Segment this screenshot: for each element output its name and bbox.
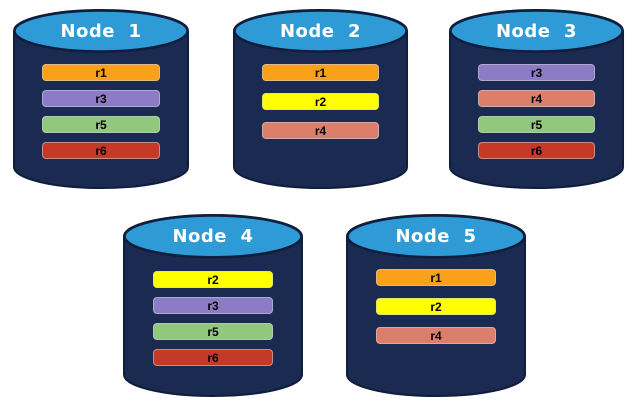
replica-bar: r5	[152, 323, 274, 340]
replica-bar: r4	[375, 327, 497, 344]
replica-bar: r5	[478, 116, 595, 133]
node-2: Node 2 r1 r2 r4	[232, 8, 409, 190]
replica-bar: r1	[262, 64, 379, 81]
cylinder-top	[449, 9, 624, 53]
replica-bar: r1	[42, 64, 160, 81]
replica-label: r3	[95, 91, 107, 106]
replica-bar: r5	[42, 116, 160, 133]
replica-label: r5	[530, 117, 543, 132]
replica-label: r6	[207, 350, 219, 365]
replica-label: r6	[95, 143, 107, 158]
replica-bar: r1	[375, 269, 497, 286]
replica-label: r2	[430, 299, 442, 314]
node-1: Node 1 r1 r3 r5 r6	[12, 8, 190, 190]
replica-label: r2	[314, 94, 327, 109]
replica-list: r3 r4 r5 r6	[478, 64, 595, 159]
cylinder-top	[123, 214, 303, 259]
replica-bar: r6	[42, 142, 160, 159]
replica-bar: r3	[152, 297, 274, 314]
replica-bar: r3	[478, 64, 595, 81]
replica-label: r3	[530, 65, 543, 80]
replica-label: r1	[95, 65, 107, 80]
replica-list: r1 r2 r4	[375, 269, 497, 344]
replica-label: r5	[207, 324, 219, 339]
node-4: Node 4 r2 r3 r5 r6	[122, 213, 304, 398]
replica-label: r4	[314, 123, 327, 138]
node-5: Node 5 r1 r2 r4	[345, 213, 527, 398]
cylinder-top	[233, 9, 408, 53]
replica-label: r3	[207, 298, 219, 313]
replica-list: r1 r3 r5 r6	[42, 64, 160, 159]
replica-label: r2	[207, 272, 219, 287]
replica-label: r1	[314, 65, 327, 80]
replica-list: r2 r3 r5 r6	[152, 271, 274, 366]
replica-list: r1 r2 r4	[262, 64, 379, 139]
replica-label: r1	[430, 270, 442, 285]
replica-bar: r2	[262, 93, 379, 110]
cylinder-top	[346, 214, 526, 259]
replica-bar: r3	[42, 90, 160, 107]
replica-bar: r4	[262, 122, 379, 139]
replica-label: r6	[530, 143, 543, 158]
replica-bar: r4	[478, 90, 595, 107]
replica-label: r5	[95, 117, 107, 132]
cylinder-top	[13, 9, 189, 53]
replica-bar: r2	[152, 271, 274, 288]
node-3: Node 3 r3 r4 r5 r6	[448, 8, 625, 190]
replica-label: r4	[430, 328, 442, 343]
replica-label: r4	[530, 91, 543, 106]
replica-bar: r6	[152, 349, 274, 366]
replica-bar: r2	[375, 298, 497, 315]
replica-bar: r6	[478, 142, 595, 159]
